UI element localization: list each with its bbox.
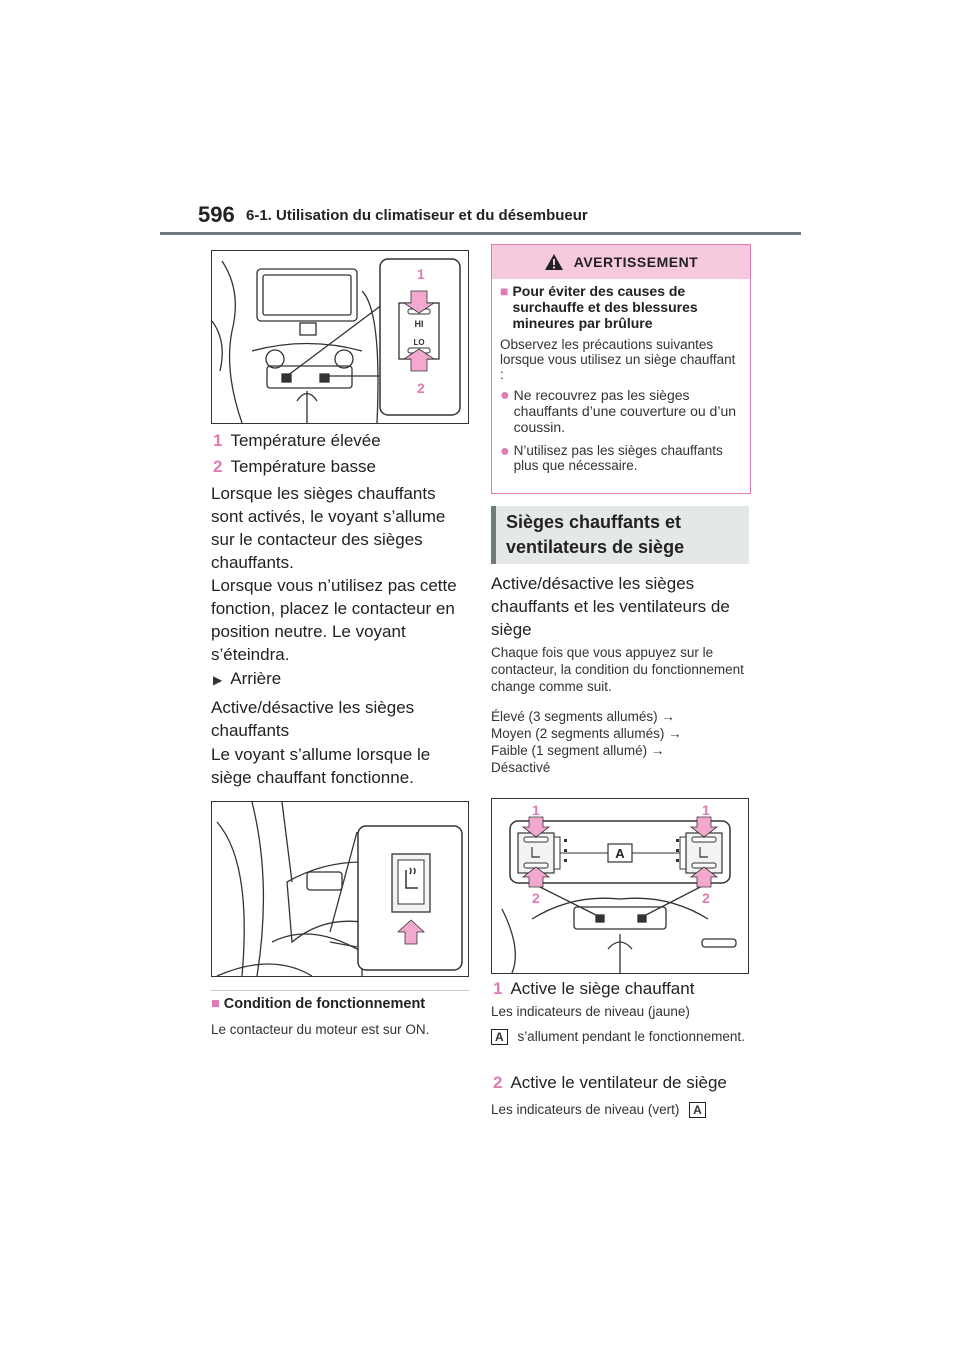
header-rule <box>160 232 801 235</box>
item-1-text-b-row: A s’allument pendant le fonctionnement. <box>491 1028 749 1045</box>
item-1-text-a: Les indicateurs de niveau (jaune) <box>491 1004 690 1019</box>
dot-bullet-icon: ● <box>500 443 510 460</box>
rear-label: Arrière <box>230 669 282 688</box>
left-paragraph-1: Lorsque les sièges chauffants sont activ… <box>211 484 446 572</box>
figure-label-1-right: 1 <box>702 802 710 818</box>
figure-ventilated-seat-switches: A 1 1 2 2 <box>491 798 749 974</box>
condition-text: Le contacteur du moteur est sur ON. <box>211 1022 430 1037</box>
item-2-text-row: Les indicateurs de niveau (vert) A <box>491 1101 753 1118</box>
lo-text: LO <box>413 338 424 347</box>
legend-item-1: 1 Température élevée <box>213 429 473 452</box>
figure-label-2: 2 <box>417 380 425 396</box>
figure-label-1: 1 <box>417 266 425 282</box>
warning-intro: Observez les précautions suivantes lorsq… <box>500 337 736 382</box>
sequence-step-3: Faible (1 segment allumé) → <box>491 743 665 758</box>
warning-heading: Pour éviter des causes de surchauffe et … <box>512 283 698 331</box>
dashboard-illustration: HI LO 1 2 <box>212 258 461 423</box>
legend-number-1: 1 <box>213 431 223 450</box>
legend-item-2: 2 Température basse <box>213 455 473 478</box>
left-paragraph-3: Active/désactive les sièges chauffants <box>211 698 415 740</box>
item-2-number: 2 <box>493 1073 503 1092</box>
item-1-heading: 1 Active le siège chauffant <box>493 977 755 1000</box>
warning-title: AVERTISSEMENT <box>573 254 699 270</box>
sequence-step-4: Désactivé <box>491 760 551 775</box>
right-paragraph-2: Chaque fois que vous appuyez sur le cont… <box>491 645 744 694</box>
left-paragraph-4: Le voyant s’allume lorsque le siège chau… <box>211 745 431 787</box>
dot-bullet-icon: ● <box>500 387 510 404</box>
arrow-down-icon <box>689 816 719 838</box>
triangle-bullet-icon: ▶ <box>213 673 223 687</box>
item-2-text: Les indicateurs de niveau (vert) <box>491 1102 680 1117</box>
page-number: 596 <box>198 202 235 227</box>
arrow-down-icon <box>521 816 551 838</box>
legend-text-1: Température élevée <box>230 431 381 450</box>
console-illustration: A 1 1 2 2 <box>501 802 737 973</box>
warning-bullet-text-1: Ne recouvrez pas les sièges chauffants d… <box>513 387 737 435</box>
arrow-down-icon <box>402 290 436 314</box>
figure-label-1-left: 1 <box>532 802 540 818</box>
arrow-up-icon <box>521 866 551 888</box>
tag-a: A <box>689 1102 706 1118</box>
warning-header: AVERTISSEMENT <box>492 245 750 279</box>
hi-text: HI <box>415 319 424 329</box>
figure-rear-seat-switch <box>211 801 469 977</box>
rear-subheading: ▶ Arrière <box>213 667 471 692</box>
legend-text-2: Température basse <box>230 457 376 476</box>
left-paragraph-2: Lorsque vous n’utilisez pas cette foncti… <box>211 576 457 664</box>
square-bullet-icon: ■ <box>500 283 509 299</box>
warning-bullet-2: ● N’utilisez pas les sièges chauffants p… <box>500 443 742 473</box>
condition-title: Condition de fonctionnement <box>223 996 426 1012</box>
warning-bullet-text-2: N’utilisez pas les sièges chauffants plu… <box>513 443 723 473</box>
figure-front-seat-switch: HI LO 1 2 <box>211 250 469 424</box>
item-2-title: Active le ventilateur de siège <box>510 1073 727 1092</box>
sequence-step-1: Élevé (3 segments allumés) → <box>491 709 675 724</box>
square-bullet-icon: ■ <box>211 996 220 1012</box>
figure-label-a: A <box>615 846 625 861</box>
seat-heater-icon <box>405 867 418 889</box>
warning-heading-row: ■ Pour éviter des causes de surchauffe e… <box>500 283 742 331</box>
figure-label-2-left: 2 <box>532 890 540 906</box>
item-1-number: 1 <box>493 979 503 998</box>
warning-box: AVERTISSEMENT ■ Pour éviter des causes d… <box>491 244 751 494</box>
tag-a: A <box>491 1029 508 1045</box>
condition-heading: ■Condition de fonctionnement <box>211 996 471 1012</box>
seat-heater-icon <box>531 847 708 858</box>
rear-door-illustration <box>216 802 463 976</box>
item-1-text-b: s’allument pendant le fonctionnement. <box>517 1029 745 1044</box>
warning-bullet-1: ● Ne recouvrez pas les sièges chauffants… <box>500 387 742 435</box>
arrow-up-icon <box>689 866 719 888</box>
mode-sequence: Élevé (3 segments allumés) → Moyen (2 se… <box>491 708 753 776</box>
section-title: 6-1. Utilisation du climatiseur et du dé… <box>246 207 588 224</box>
section-heading: Sièges chauffants et ventilateurs de siè… <box>491 506 749 564</box>
condition-divider <box>211 990 469 991</box>
warning-triangle-icon <box>544 254 563 270</box>
legend-number-2: 2 <box>213 457 223 476</box>
item-1-title: Active le siège chauffant <box>510 979 695 998</box>
figure-label-2-right: 2 <box>702 890 710 906</box>
arrow-up-icon <box>402 348 436 372</box>
item-2-heading: 2 Active le ventilateur de siège <box>493 1071 755 1094</box>
right-paragraph-1: Active/désactive les sièges chauffants e… <box>491 574 730 639</box>
arrow-up-icon <box>396 919 426 945</box>
sequence-step-2: Moyen (2 segments allumés) → <box>491 726 682 741</box>
